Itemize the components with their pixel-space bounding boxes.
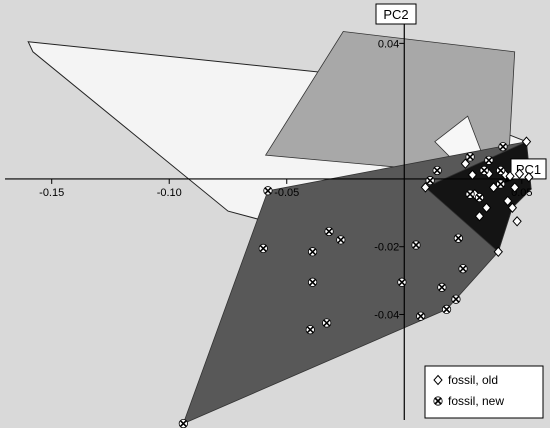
point-fossil-new — [258, 243, 268, 253]
point-fossil-new — [411, 240, 421, 250]
point-fossil-new — [453, 233, 463, 243]
point-fossil-new — [441, 304, 452, 314]
legend-marker-diamond-icon — [433, 374, 443, 386]
point-fossil-new — [498, 142, 508, 152]
y-tick-label: 0.04 — [378, 38, 399, 50]
legend-item-fossil-old: fossil, old — [433, 373, 498, 387]
point-fossil-new — [496, 179, 506, 189]
point-fossil-new — [496, 165, 506, 176]
x-tick-label: -0.15 — [39, 187, 64, 199]
point-fossil-new — [336, 235, 346, 245]
point-fossil-new — [308, 247, 318, 257]
y-tick-label: -0.02 — [374, 242, 399, 254]
point-fossil-new — [451, 294, 461, 304]
point-fossil-new — [465, 152, 475, 162]
point-fossil-old — [510, 182, 520, 193]
legend-box — [424, 365, 544, 419]
y-axis-title-box — [375, 3, 417, 25]
point-fossil-old — [467, 169, 478, 181]
point-fossil-old — [505, 170, 515, 182]
point-fossil-new — [322, 318, 332, 328]
point-fossil-new — [437, 282, 447, 292]
point-fossil-old — [514, 168, 525, 180]
point-fossil-new — [432, 165, 442, 176]
point-fossil-old — [503, 195, 513, 207]
point-fossil-old — [488, 182, 499, 193]
data-points — [178, 136, 534, 428]
x-tick-label: -0.10 — [157, 187, 182, 199]
point-fossil-new — [425, 176, 435, 186]
point-fossil-new — [308, 277, 318, 287]
legend-label-fossil-old: fossil, old — [448, 373, 498, 387]
point-fossil-new — [416, 311, 426, 321]
y-axis-title: PC2 — [383, 7, 408, 22]
point-fossil-old — [507, 202, 518, 213]
point-fossil-old — [420, 182, 431, 193]
point-fossil-old — [524, 171, 534, 183]
point-fossil-new — [465, 189, 475, 199]
hull-region-4 — [182, 141, 528, 425]
point-fossil-old — [493, 246, 503, 258]
point-fossil-new — [305, 325, 315, 335]
point-fossil-new — [479, 165, 489, 176]
point-fossil-new — [458, 264, 468, 274]
point-fossil-new — [324, 226, 334, 237]
point-fossil-old — [481, 202, 492, 213]
point-fossil-new — [263, 186, 273, 196]
point-fossil-old — [460, 158, 471, 169]
x-tick-label: -0.05 — [274, 187, 299, 199]
legend-label-fossil-new: fossil, new — [448, 394, 504, 408]
point-fossil-old — [512, 216, 522, 227]
point-fossil-new — [397, 277, 407, 287]
y-tick-label: -0.04 — [374, 309, 399, 321]
point-fossil-old — [474, 210, 485, 222]
point-fossil-new — [474, 192, 485, 203]
point-fossil-old — [521, 136, 532, 147]
point-fossil-new — [178, 418, 188, 428]
point-fossil-new — [484, 155, 494, 165]
legend: fossil, old fossil, new — [424, 365, 544, 419]
legend-marker-x-circle-icon — [433, 396, 443, 406]
legend-item-fossil-new: fossil, new — [433, 394, 504, 408]
